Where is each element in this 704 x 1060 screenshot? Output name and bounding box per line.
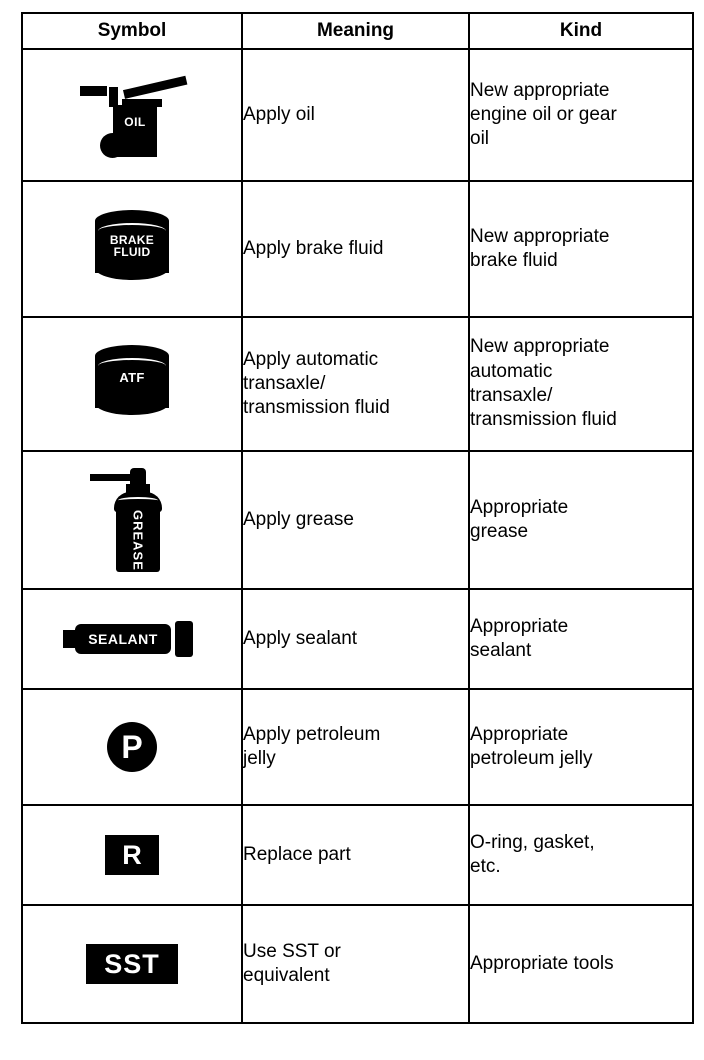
symbol-legend-table: Symbol Meaning Kind OIL (21, 12, 694, 1024)
oil-can-icon: OIL (78, 69, 188, 161)
kind-cell-sealant: Appropriate sealant (468, 588, 694, 690)
can-rim (98, 358, 166, 374)
kind-cell-sst: Appropriate tools (468, 904, 694, 1024)
meaning-cell-brake-fluid: Apply brake fluid (241, 180, 470, 318)
column-header-symbol: Symbol (21, 12, 243, 50)
meaning-cell-sealant: Apply sealant (241, 588, 470, 690)
meaning-cell-oil: Apply oil (241, 48, 470, 182)
can-bottom (95, 391, 169, 415)
kind-text: New appropriate engine oil or gear oil (470, 79, 617, 150)
atf-can-icon: ATF (95, 345, 169, 423)
kind-text: Appropriate sealant (470, 615, 569, 661)
meaning-cell-atf: Apply automatic transaxle/ transmission … (241, 316, 470, 452)
symbol-cell-petroleum-jelly: P (21, 688, 243, 806)
meaning-text: Apply petroleum jelly (243, 723, 381, 769)
p-label: P (121, 729, 143, 765)
brake-fluid-can-icon: BRAKE FLUID (95, 210, 169, 288)
kind-cell-brake-fluid: New appropriate brake fluid (468, 180, 694, 318)
replace-part-r-icon: R (105, 835, 159, 875)
kind-text: New appropriate brake fluid (470, 225, 610, 271)
symbol-cell-sealant: SEALANT (21, 588, 243, 690)
sealant-gap (171, 623, 174, 655)
table-row: OIL Apply oil New appropriate engine oil… (21, 48, 694, 182)
symbol-cell-sst: SST (21, 904, 243, 1024)
can-label: ATF (119, 370, 145, 385)
can-label: BRAKE FLUID (109, 233, 155, 260)
grease-can-icon: GREASE (86, 464, 178, 576)
p-disc (107, 722, 157, 772)
column-header-kind: Kind (468, 12, 694, 50)
oil-can-neck (109, 87, 118, 107)
r-label: R (122, 839, 142, 870)
oil-can-spout (122, 75, 188, 99)
sealant-body (75, 624, 171, 654)
table-row: SST Use SST or equivalent Appropriate to… (21, 904, 694, 1024)
sealant-label: SEALANT (88, 631, 158, 647)
kind-text: Appropriate grease (470, 496, 569, 542)
meaning-text: Apply sealant (243, 627, 358, 649)
table-row: ATF Apply automatic transaxle/ transmiss… (21, 316, 694, 452)
symbol-cell-oil: OIL (21, 48, 243, 182)
grease-label: GREASE (130, 509, 146, 571)
grease-shoulder-highlight (118, 497, 158, 504)
kind-cell-oil: New appropriate engine oil or gear oil (468, 48, 694, 182)
symbol-cell-replace-part: R (21, 804, 243, 906)
can-rim (98, 223, 166, 239)
oil-can-handle (80, 86, 107, 96)
kind-cell-petroleum-jelly: Appropriate petroleum jelly (468, 688, 694, 806)
meaning-text: Apply brake fluid (243, 237, 384, 259)
kind-cell-grease: Appropriate grease (468, 450, 694, 590)
meaning-text: Apply grease (243, 508, 354, 530)
oil-can-spout-base (122, 99, 162, 107)
grease-arm (90, 474, 132, 481)
meaning-cell-sst: Use SST or equivalent (241, 904, 470, 1024)
table-row: BRAKE FLUID Apply brake fluid New approp… (21, 180, 694, 318)
grease-collar (126, 484, 150, 493)
symbol-cell-brake-fluid: BRAKE FLUID (21, 180, 243, 318)
sst-tool-icon: SST (86, 944, 178, 984)
oil-can-label: OIL (124, 115, 146, 129)
meaning-text: Apply oil (243, 103, 315, 125)
meaning-cell-grease: Apply grease (241, 450, 470, 590)
table-row: R Replace part O-ring, gasket, etc. (21, 804, 694, 906)
column-header-meaning: Meaning (241, 12, 470, 50)
oil-can-base (100, 133, 125, 158)
kind-text: Appropriate petroleum jelly (470, 723, 593, 769)
kind-text: O-ring, gasket, etc. (470, 831, 595, 877)
sealant-tube-icon: SEALANT (63, 619, 201, 659)
kind-cell-replace-part: O-ring, gasket, etc. (468, 804, 694, 906)
meaning-text: Replace part (243, 843, 351, 865)
can-bottom (95, 256, 169, 280)
symbol-cell-atf: ATF (21, 316, 243, 452)
meaning-text: Apply automatic transaxle/ transmission … (243, 348, 390, 419)
table-row: SEALANT Apply sealant Appropriate sealan… (21, 588, 694, 690)
sst-label: SST (104, 948, 160, 979)
meaning-cell-petroleum-jelly: Apply petroleum jelly (241, 688, 470, 806)
symbol-cell-grease: GREASE (21, 450, 243, 590)
kind-text: New appropriate automatic transaxle/ tra… (470, 336, 617, 431)
kind-cell-atf: New appropriate automatic transaxle/ tra… (468, 316, 694, 452)
meaning-text: Use SST or equivalent (243, 940, 341, 986)
petroleum-jelly-p-icon: P (107, 722, 157, 772)
grease-body (116, 508, 160, 572)
table-row: P Apply petroleum jelly Appropriate petr… (21, 688, 694, 806)
meaning-cell-replace-part: Replace part (241, 804, 470, 906)
table-header-row: Symbol Meaning Kind (21, 12, 694, 50)
sealant-cap (175, 621, 193, 657)
table-row: GREASE Apply grease Appropriate grease (21, 450, 694, 590)
grease-nozzle (130, 468, 146, 486)
kind-text: Appropriate tools (470, 952, 614, 974)
